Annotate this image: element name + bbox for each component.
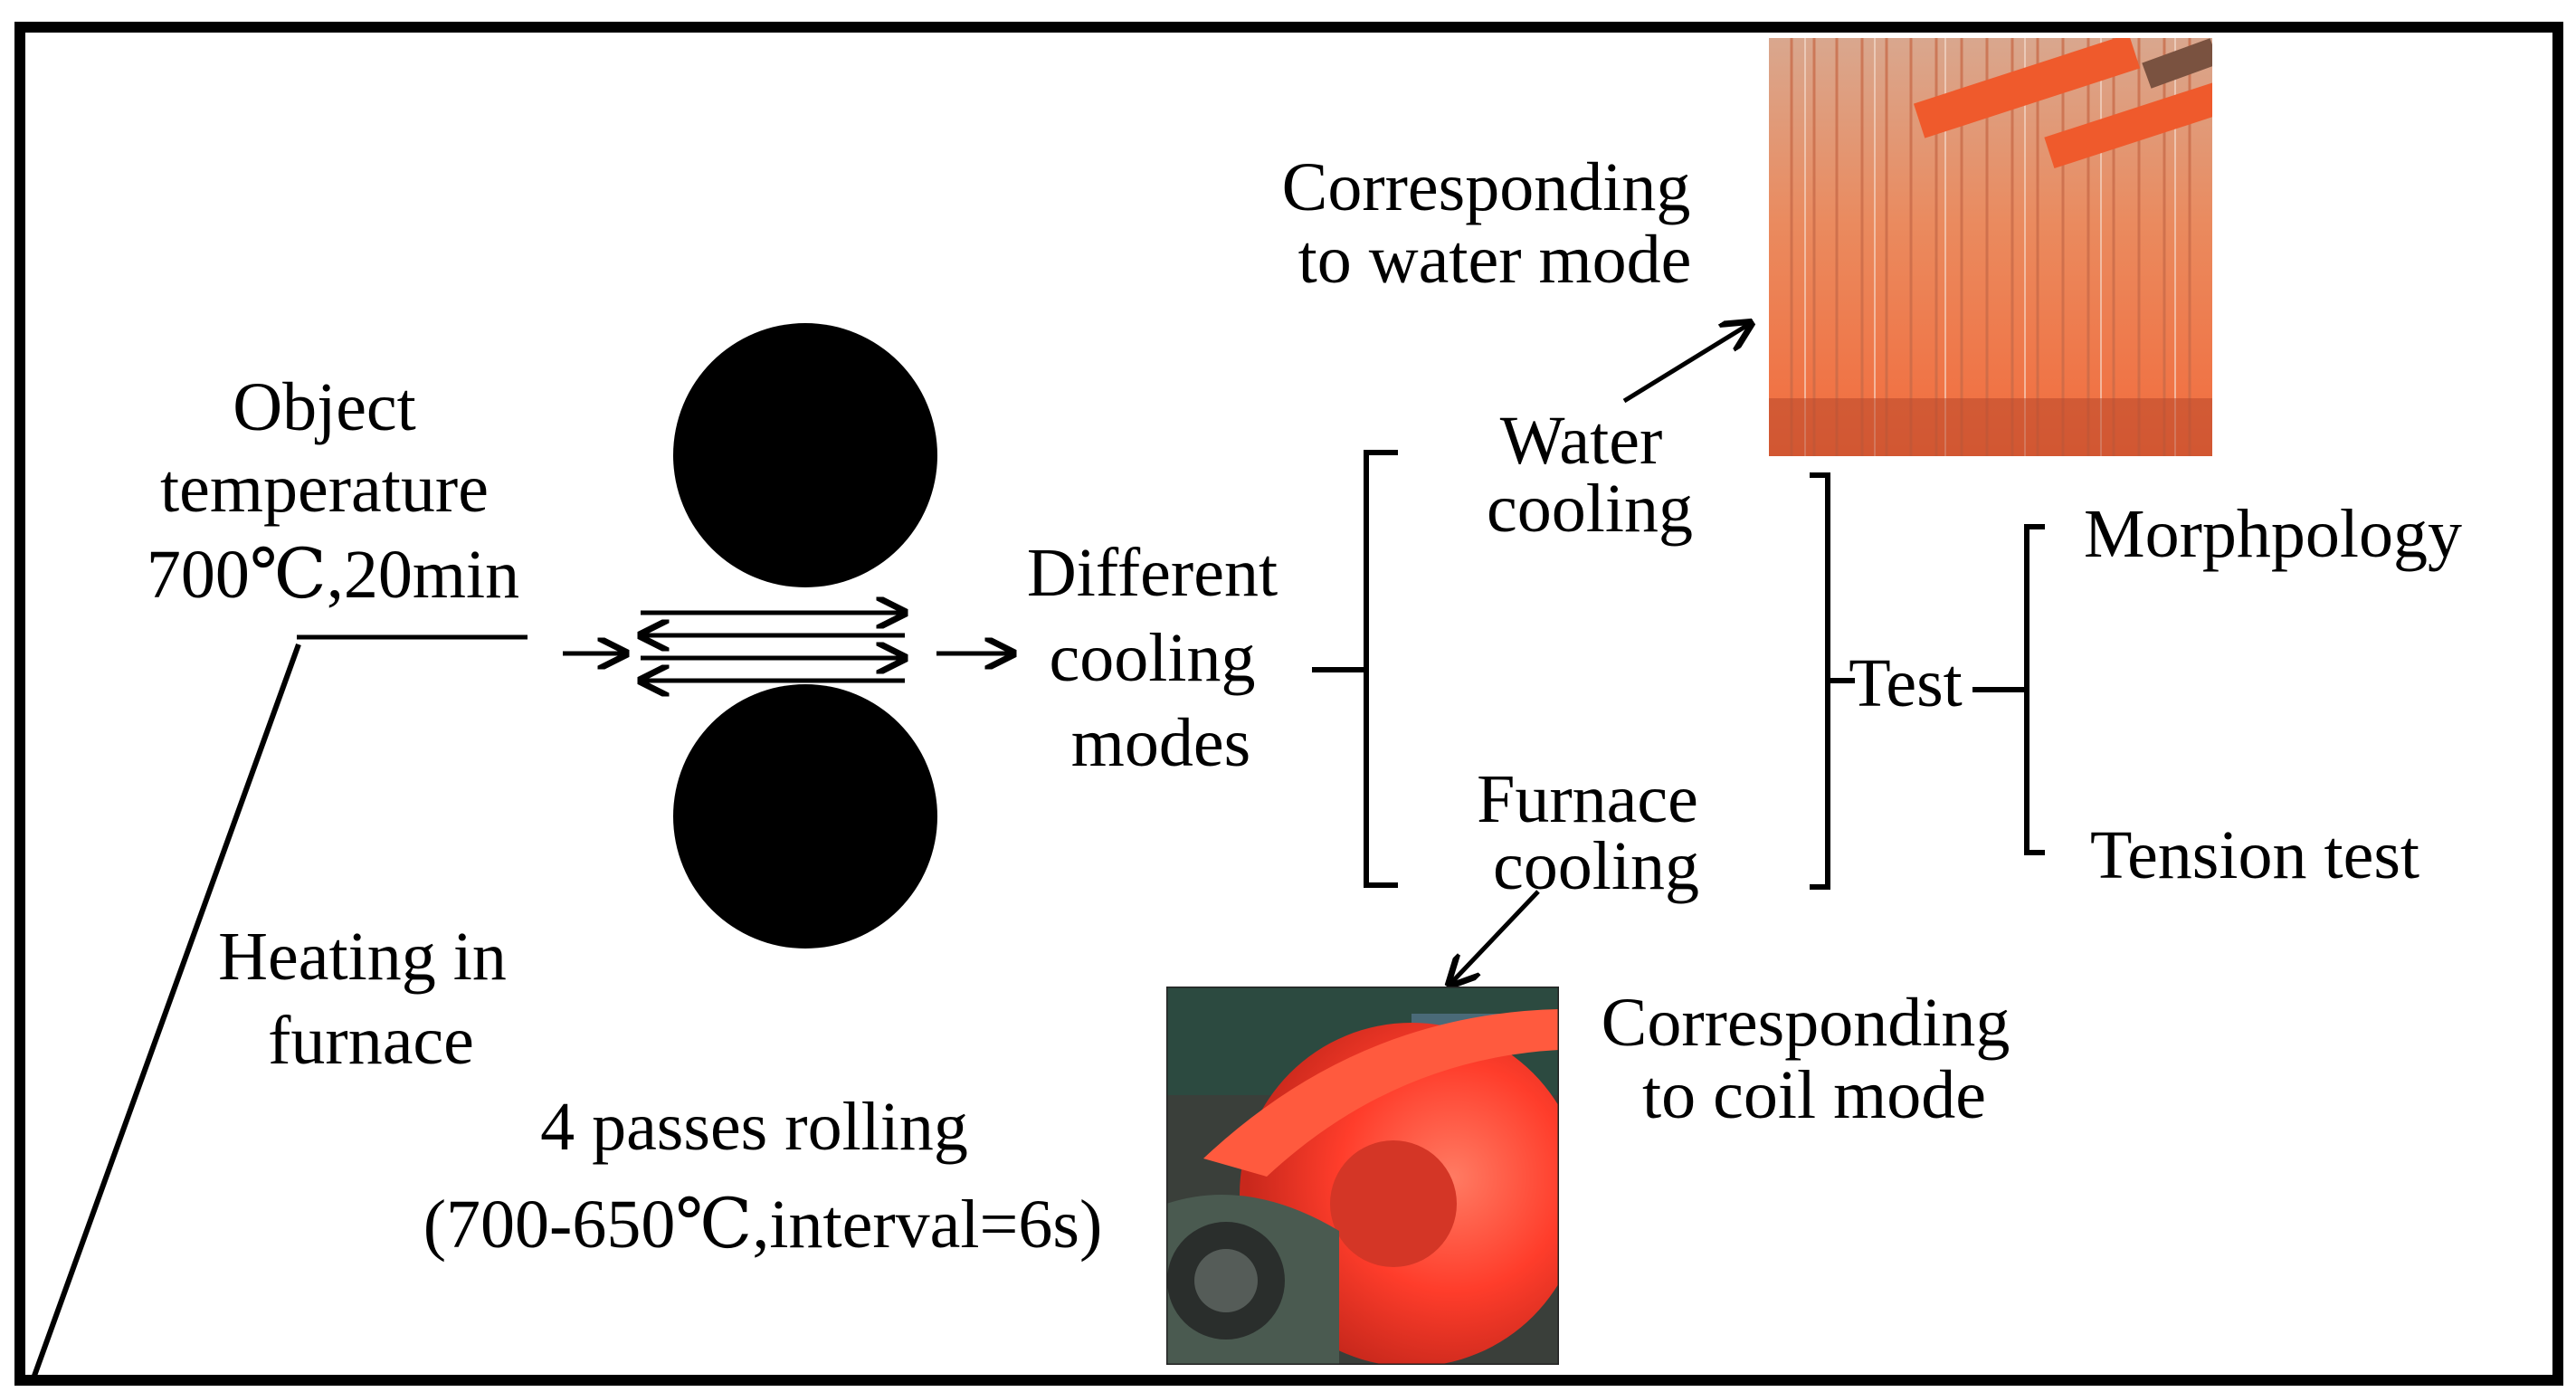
lower-roll	[673, 684, 937, 949]
rolling-passes-label: 4 passes rolling (700-650℃,interval=6s)	[423, 1089, 1103, 1263]
coil-mode-caption: Corresponding to coil mode	[1602, 985, 2028, 1133]
tension-test-label: Tension test	[2090, 817, 2419, 893]
coil-cooling-photo	[1166, 987, 1559, 1365]
cooling-modes-bracket	[1312, 450, 1398, 888]
test-branch-bracket	[1972, 524, 2045, 855]
upper-roll	[673, 323, 937, 587]
object-temperature-label: Object temperature 700℃,20min	[147, 369, 519, 613]
water-mode-caption: Corresponding to water mode	[1282, 149, 1708, 298]
outer-frame	[14, 22, 2563, 1386]
furnace-cooling-label: Furnace cooling	[1477, 761, 1716, 904]
arrow-to-coil-photo	[1450, 890, 1540, 985]
different-cooling-modes-label: Different cooling modes	[1027, 535, 1295, 781]
rolling-mill-icon	[641, 323, 937, 949]
test-label: Test	[1849, 645, 1963, 721]
heating-ramp-line	[32, 643, 301, 1378]
water-cooling-label: Water cooling	[1487, 403, 1693, 547]
morphology-label: Morphpology	[2084, 496, 2462, 572]
heating-in-furnace-label: Heating in furnace	[218, 919, 524, 1079]
test-bracket	[1810, 472, 1855, 890]
arrow-to-water-photo	[1622, 323, 1751, 404]
water-cooling-photo	[1769, 38, 2212, 456]
